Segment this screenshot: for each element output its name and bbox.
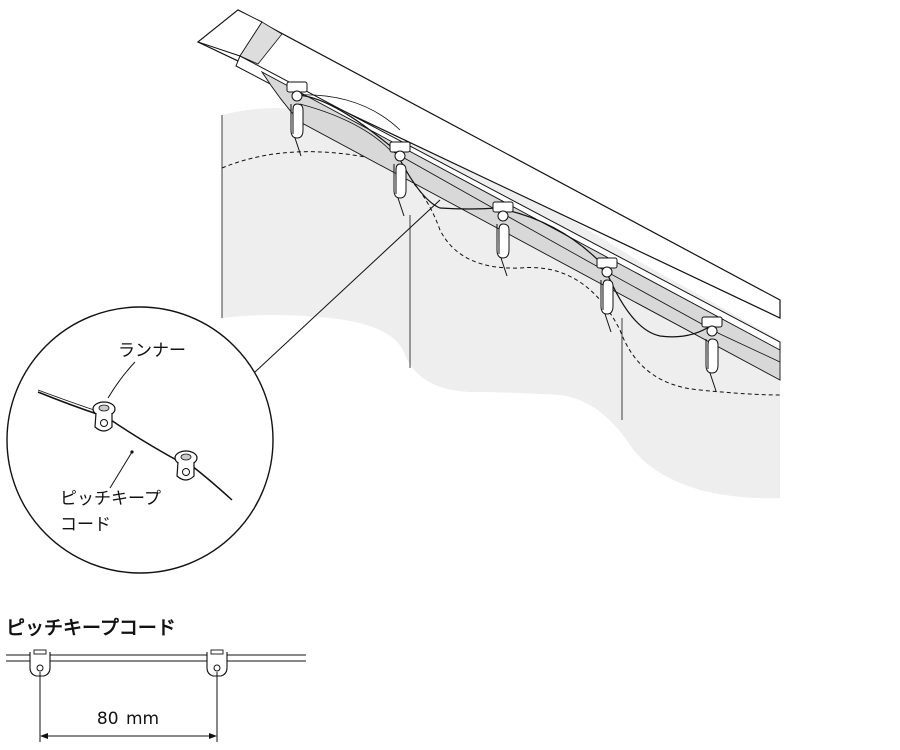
rail-end-cap-shade	[239, 21, 283, 65]
cord-label-line1: ピッチキープ	[60, 489, 161, 509]
runner-icon	[701, 316, 723, 392]
cord-leader-dot	[130, 450, 134, 454]
magnifier-leader-line	[254, 199, 441, 373]
spacing-runner-icon	[29, 649, 51, 680]
runner-icon	[492, 201, 514, 277]
rail-channel-highlight	[299, 103, 781, 363]
dimension-label: 80 mm	[97, 709, 159, 729]
runner-icon	[596, 257, 618, 333]
spacing-runner-icon	[206, 649, 228, 680]
runner-label-leader	[107, 361, 136, 399]
detail-title: ピッチキープコード	[6, 616, 176, 639]
detail-runner-icon	[92, 401, 116, 432]
dimension-arrow-right	[209, 733, 217, 739]
magnified-detail-circle	[6, 306, 274, 574]
dimension-arrow-left	[40, 733, 48, 739]
curtain-fabric	[222, 107, 780, 499]
detail-runner-icon	[174, 450, 198, 481]
pitch-keep-cord	[294, 94, 401, 131]
runner-label: ランナー	[118, 341, 186, 361]
runner-icon	[389, 141, 411, 217]
cord-label-leader	[109, 451, 133, 489]
dimension-unit: mm	[126, 709, 159, 729]
pitch-keep-cord	[294, 94, 713, 338]
dimension-value: 80	[97, 709, 119, 729]
cord-label-line2: コード	[60, 515, 111, 535]
runner-icon	[286, 81, 308, 157]
